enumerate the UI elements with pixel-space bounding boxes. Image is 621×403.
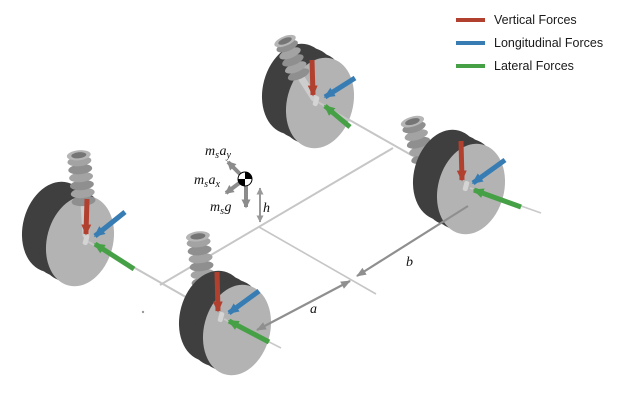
spring-coil bbox=[282, 54, 304, 67]
legend: Vertical Forces Longitudinal Forces Late… bbox=[456, 8, 603, 77]
spring-opening bbox=[71, 152, 87, 159]
spring-opening bbox=[405, 118, 420, 126]
suspension-spring-rear-left bbox=[274, 34, 310, 81]
hub-notch bbox=[312, 95, 320, 107]
wheel-front-left bbox=[21, 181, 115, 287]
wheel-face bbox=[45, 195, 115, 287]
lateral-force-arrow bbox=[472, 187, 522, 210]
longitudinal-force-arrow bbox=[471, 157, 507, 186]
math-labels: msay msax msg h a b bbox=[194, 144, 413, 317]
spring-coil bbox=[70, 187, 95, 199]
legend-label: Lateral Forces bbox=[494, 58, 574, 73]
longitudinal-force-arrow bbox=[227, 288, 261, 316]
cg-marker-quadrant bbox=[245, 172, 252, 179]
vertical-force-arrow bbox=[81, 198, 92, 236]
dot-artifact bbox=[141, 310, 145, 314]
spring-coil bbox=[287, 68, 310, 81]
wheelbase-dimensions bbox=[256, 205, 469, 331]
hub-notch bbox=[217, 311, 225, 323]
label-ms-ax: msax bbox=[194, 173, 221, 190]
lateral-offset-line bbox=[258, 226, 377, 295]
forces-rear-left bbox=[307, 59, 357, 129]
spring-coil bbox=[187, 245, 212, 256]
vertical-force-arrow bbox=[212, 271, 223, 313]
spring-coil bbox=[71, 195, 96, 207]
spring-coil bbox=[189, 260, 214, 272]
longitudinal-force-arrow bbox=[323, 75, 357, 100]
legend-label: Longitudinal Forces bbox=[494, 35, 604, 50]
hub-notches bbox=[82, 95, 470, 323]
vertical-force-arrow bbox=[456, 140, 467, 182]
hub-notch bbox=[462, 180, 470, 192]
longitudinal-force-arrow bbox=[93, 210, 127, 238]
wheel-rear-left bbox=[261, 43, 355, 149]
spring-coil bbox=[285, 61, 307, 74]
lateral-force-arrow bbox=[227, 318, 271, 345]
vertical-force-arrow bbox=[307, 59, 318, 97]
label-ms-ay: msay bbox=[205, 144, 232, 161]
dimension-b-arrow bbox=[356, 205, 469, 277]
center-of-gravity bbox=[224, 160, 264, 223]
spring-coil bbox=[279, 47, 301, 60]
legend-label: Vertical Forces bbox=[494, 12, 577, 27]
legend-swatch-vertical bbox=[456, 17, 485, 22]
spring-coil bbox=[69, 179, 94, 191]
label-h: h bbox=[263, 201, 270, 216]
spring-coil bbox=[69, 172, 94, 183]
legend-item-longitudinal-forces: Longitudinal Forces bbox=[456, 31, 603, 54]
label-ms-g: msg bbox=[210, 200, 232, 217]
spring-coil bbox=[68, 164, 93, 175]
label-b: b bbox=[406, 255, 413, 270]
hub-notch bbox=[82, 234, 90, 246]
spring-opening bbox=[190, 233, 206, 240]
cg-marker-quadrant bbox=[238, 179, 245, 186]
spring-opening bbox=[278, 37, 292, 45]
label-a: a bbox=[310, 302, 317, 317]
suspension-spring-front-left bbox=[66, 150, 96, 207]
legend-item-vertical-forces: Vertical Forces bbox=[456, 8, 603, 31]
lateral-force-arrow bbox=[93, 241, 136, 272]
spring-coil bbox=[276, 40, 298, 53]
legend-item-lateral-forces: Lateral Forces bbox=[456, 54, 603, 77]
legend-swatch-longitudinal bbox=[456, 40, 485, 45]
dimension-a-arrow bbox=[256, 280, 351, 331]
legend-swatch-lateral bbox=[456, 63, 485, 68]
forces-front-right bbox=[212, 271, 271, 345]
forces-front-left bbox=[81, 198, 136, 272]
spring-coil bbox=[188, 253, 213, 264]
lateral-force-arrow bbox=[323, 104, 352, 129]
forces-rear-right bbox=[456, 140, 522, 210]
wheel-front-right bbox=[178, 270, 272, 376]
